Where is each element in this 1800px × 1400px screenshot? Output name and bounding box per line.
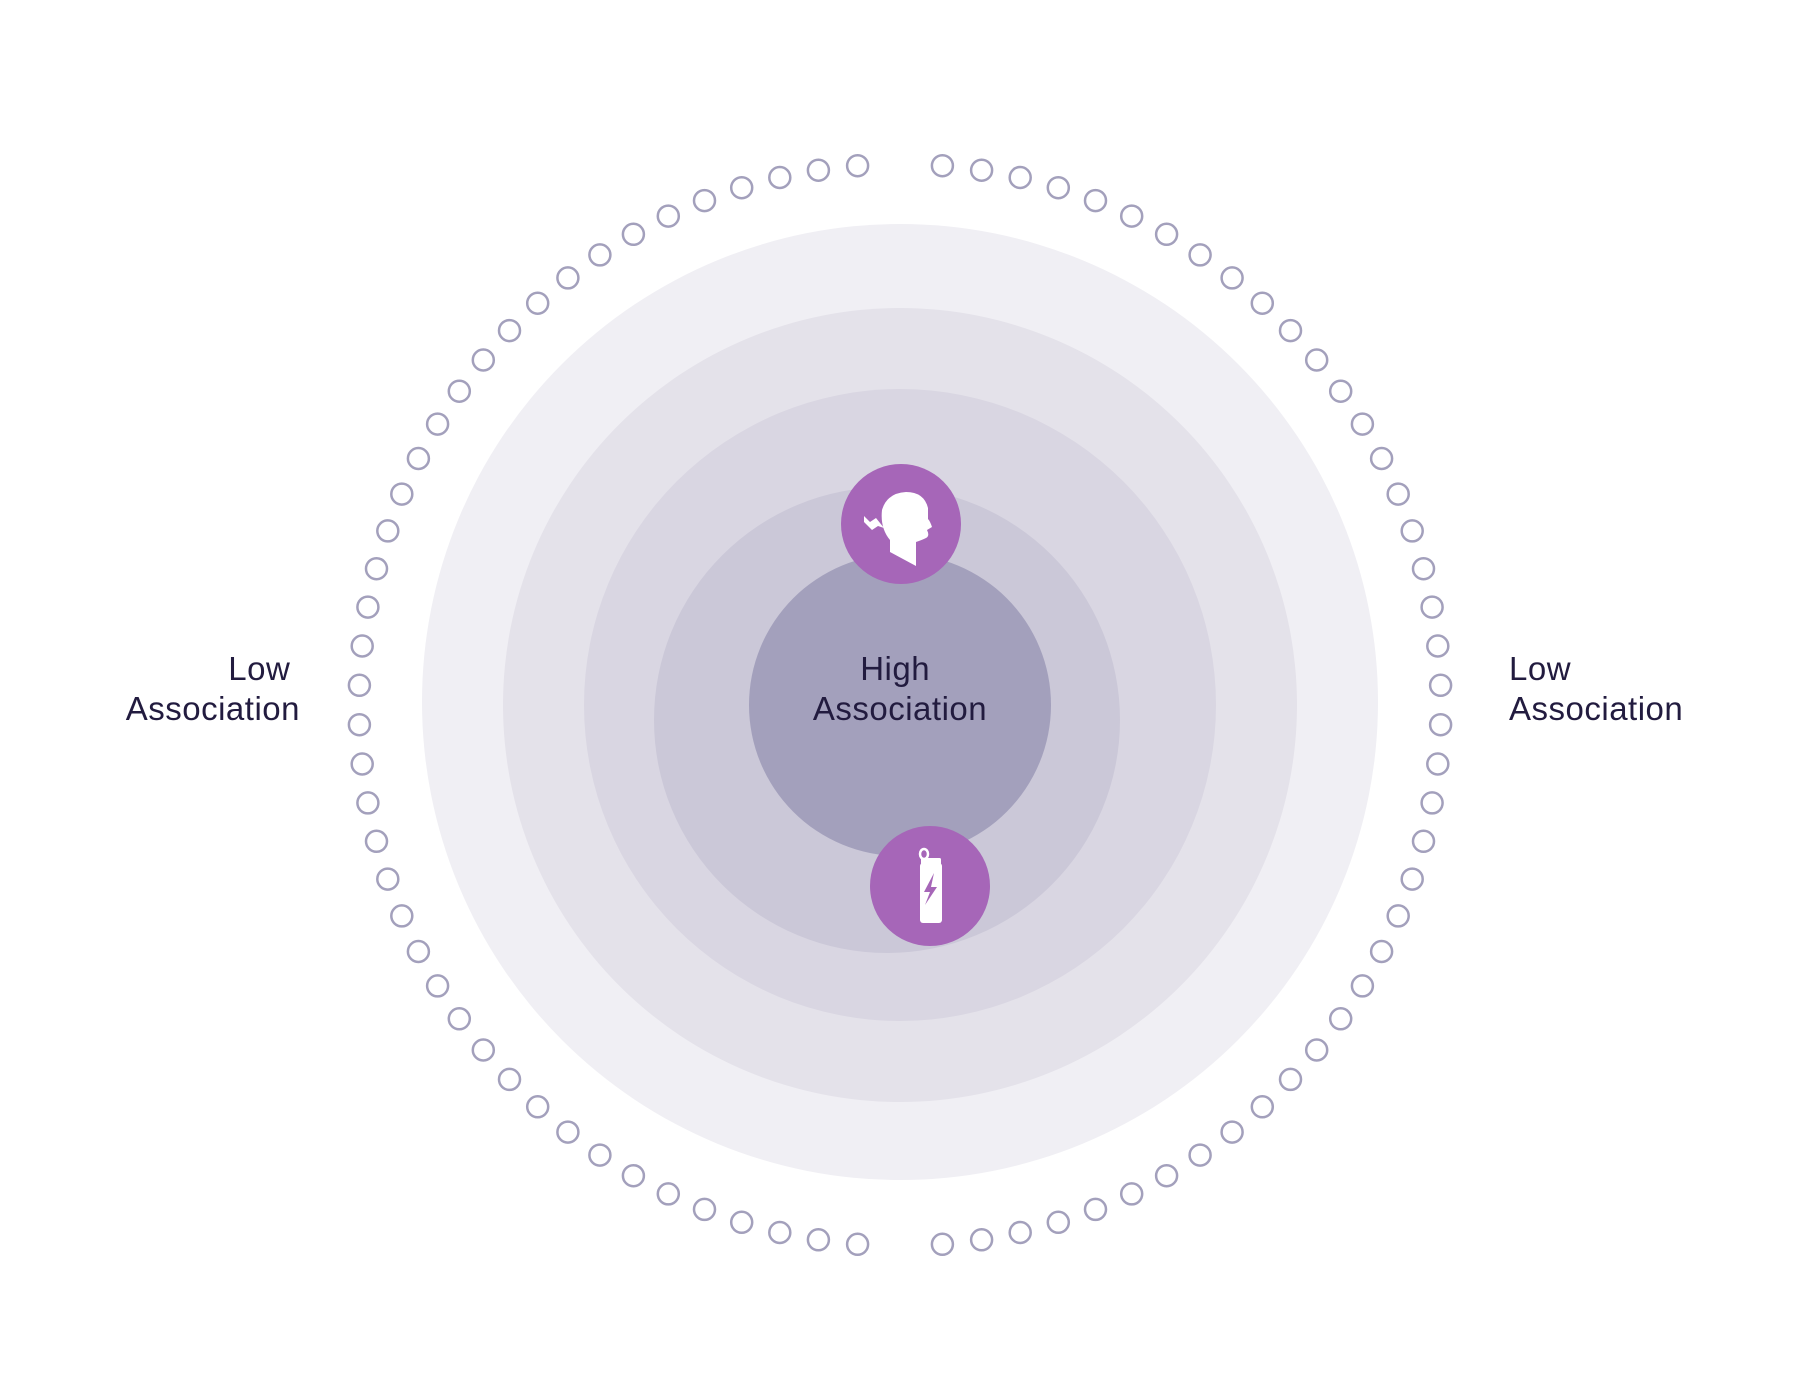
boundary-dot [1386,904,1410,928]
boundary-dot [556,266,580,290]
boundary-dot [1188,1143,1212,1167]
boundary-dot [692,1197,717,1222]
boundary-dot [692,188,717,213]
boundary-dot [1278,1067,1303,1092]
boundary-dot [356,791,380,815]
boundary-dot [1046,175,1071,200]
boundary-dot [969,1228,994,1252]
boundary-dot [1154,1163,1179,1188]
boundary-dot [845,153,870,178]
boundary-dot [350,634,374,658]
boundary-dot [1304,348,1329,372]
boundary-dot [406,939,431,964]
left-label-line1: Low [228,650,290,687]
boundary-dot [1428,712,1453,737]
boundary-dot [471,348,496,372]
boundary-dot [1220,1120,1244,1144]
boundary-dot [1369,939,1394,964]
boundary-dot [729,1210,754,1235]
boundary-dot [621,222,646,247]
boundary-dot [364,556,389,581]
boundary-dot [364,829,389,854]
boundary-dot [1328,379,1353,403]
boundary-dot [447,379,472,403]
boundary-dot [656,204,681,228]
boundary-dot [1350,412,1375,436]
boundary-dot [1119,1182,1144,1206]
boundary-dot [768,1220,792,1245]
boundary-dot [1304,1038,1329,1062]
boundary-dot [1188,243,1212,267]
boundary-dot [621,1163,646,1188]
boundary-dot [1400,519,1424,543]
boundary-dot [1278,318,1303,343]
boundary-dot [588,1143,612,1167]
left-label-line2: Association [126,690,300,727]
boundary-dot [1411,829,1436,854]
zone-core [749,554,1051,856]
boundary-dot [1386,482,1410,506]
boundary-dot [525,291,550,315]
boundary-dot [497,1067,522,1092]
boundary-dot [1426,634,1450,658]
boundary-dot [347,673,372,698]
boundary-dot [1083,1197,1108,1222]
boundary-dot [1400,867,1424,891]
boundary-dot [406,446,431,471]
boundary-dot [1420,791,1444,815]
energy-drink-can-icon [870,826,990,946]
left-label: Low Association [126,650,300,727]
boundary-dot [525,1095,550,1119]
boundary-dot [1220,266,1244,290]
boundary-dot [1328,1007,1353,1031]
boundary-dot [447,1007,472,1031]
center-label-line2: Association [813,690,987,727]
right-label-line1: Low [1509,650,1571,687]
boundary-dot [729,175,754,200]
boundary-dot [350,752,374,776]
boundary-dot [425,412,450,436]
boundary-dot [1350,974,1375,998]
boundary-dot [845,1232,870,1257]
boundary-dot [1420,595,1444,619]
boundary-dot [588,243,612,267]
boundary-dot [1154,222,1179,247]
boundary-dot [1250,291,1275,315]
boundary-dot [930,153,955,178]
boundary-dot [1426,752,1450,776]
boundary-dot [1250,1095,1275,1119]
center-label: High Association [813,650,987,727]
boundary-dot [356,595,380,619]
boundary-dot [806,158,831,182]
right-label-line2: Association [1509,690,1683,727]
boundary-dot [1369,446,1394,471]
boundary-dot [347,712,372,737]
boundary-dot [969,158,994,182]
boundary-dot [376,519,400,543]
boundary-dot [376,867,400,891]
boundary-dot [656,1182,681,1206]
boundary-dot [806,1228,831,1252]
boundary-dot [1008,1220,1032,1245]
boundary-dot [497,318,522,343]
boundary-dot [390,904,414,928]
boundary-dot [1083,188,1108,213]
boundary-dot [390,482,414,506]
dotted-boundary [347,153,1453,1257]
person-head-sound-icon [841,464,961,584]
boundary-dot [556,1120,580,1144]
boundary-dot [471,1038,496,1062]
boundary-dot [1411,556,1436,581]
boundary-dot [1046,1210,1071,1235]
boundary-dot [425,974,450,998]
boundary-dot [1119,204,1144,228]
right-label: Low Association [1509,650,1683,727]
center-label-line1: High [860,650,930,687]
boundary-dot [768,165,792,190]
boundary-dot [1008,165,1032,190]
boundary-dot [930,1232,955,1257]
boundary-dot [1428,673,1453,698]
